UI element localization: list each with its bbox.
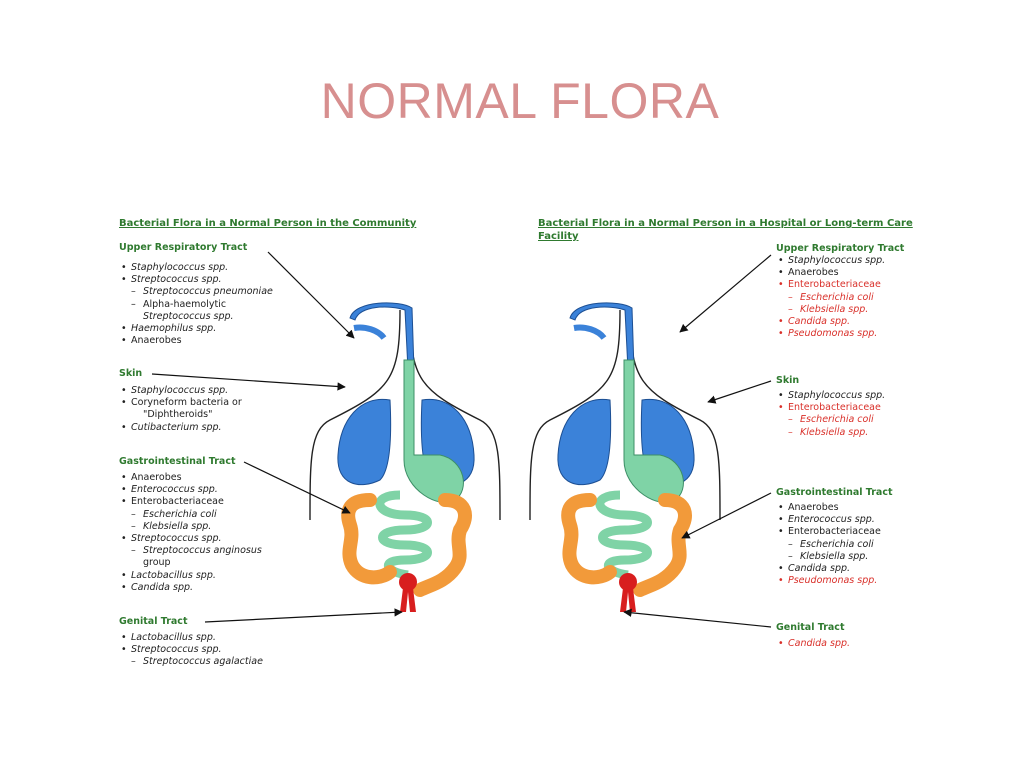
- flora-list-item: Escherichia coli: [776, 414, 885, 426]
- flora-list-item: Anaerobes: [776, 267, 885, 279]
- flora-list-item: Escherichia coli: [776, 539, 881, 551]
- flora-list-item: Klebsiella spp.: [119, 521, 262, 533]
- flora-list-item: Enterococcus spp.: [119, 484, 262, 496]
- flora-list-item: Escherichia coli: [119, 509, 262, 521]
- flora-list-item: Candida spp.: [776, 316, 885, 328]
- flora-list-item: Staphylococcus spp.: [119, 385, 242, 397]
- hospital-genital-label: Genital Tract: [776, 622, 845, 633]
- flora-list-item: Staphylococcus spp.: [119, 262, 273, 274]
- flora-list-item: Staphylococcus spp.: [776, 255, 885, 267]
- flora-list-item: Pseudomonas spp.: [776, 575, 881, 587]
- hospital-gastrointestinal-label: Gastrointestinal Tract: [776, 487, 893, 498]
- arrow-hospital-skin: [707, 380, 772, 404]
- arrow-hospital-gastrointestinal: [681, 492, 772, 539]
- hospital-genital-list: Candida spp.: [776, 638, 850, 650]
- arrow-community-gastrointestinal: [243, 461, 351, 514]
- community-upper-respiratory-list: Staphylococcus spp.Streptococcus spp.Str…: [119, 262, 273, 348]
- flora-list-item: Escherichia coli: [776, 292, 885, 304]
- flora-list-item: Candida spp.: [776, 638, 850, 650]
- community-gastrointestinal-label: Gastrointestinal Tract: [119, 456, 236, 467]
- community-skin-list: Staphylococcus spp.Coryneform bacteria o…: [119, 385, 242, 434]
- hospital-skin-list: Staphylococcus spp.EnterobacteriaceaeEsc…: [776, 390, 885, 439]
- flora-list-item: group: [143, 557, 171, 569]
- flora-list-item: Enterococcus spp.: [776, 514, 881, 526]
- arrow-hospital-upper-respiratory: [679, 254, 772, 333]
- flora-list-item: Streptococcus pneumoniae: [119, 286, 273, 298]
- community-skin-label: Skin: [119, 368, 143, 379]
- flora-list-item: Candida spp.: [119, 582, 262, 594]
- hospital-skin-label: Skin: [776, 375, 800, 386]
- flora-list-item: Alpha-haemolytic: [119, 299, 273, 311]
- flora-list-item: Streptococcus spp.: [143, 310, 234, 322]
- flora-list-item: Enterobacteriaceae: [119, 496, 262, 508]
- flora-list-item: Anaerobes: [119, 335, 273, 347]
- flora-list-item: Staphylococcus spp.: [776, 390, 885, 402]
- slide-title: NORMAL FLORA: [320, 73, 720, 129]
- community-upper-respiratory-label: Upper Respiratory Tract: [119, 242, 248, 253]
- flora-list-item: Haemophilus spp.: [119, 323, 273, 335]
- hospital-upper-respiratory-list: Staphylococcus spp.AnaerobesEnterobacter…: [776, 255, 885, 341]
- flora-list-item: Enterobacteriaceae: [776, 279, 885, 291]
- community-body-figure: [310, 303, 500, 612]
- community-panel-heading: Bacterial Flora in a Normal Person in th…: [119, 218, 417, 229]
- flora-list-item: Streptococcus spp.: [119, 274, 273, 286]
- flora-list-item: Cutibacterium spp.: [119, 422, 242, 434]
- flora-list-item: Klebsiella spp.: [776, 551, 881, 563]
- arrow-community-skin: [151, 373, 346, 391]
- flora-list-item: Coryneform bacteria or: [119, 397, 242, 409]
- flora-list-item: Streptococcus agalactiae: [119, 656, 263, 668]
- flora-list-item: Pseudomonas spp.: [776, 328, 885, 340]
- flora-list-item: Lactobacillus spp.: [119, 570, 262, 582]
- flora-list-item: Klebsiella spp.: [776, 304, 885, 316]
- flora-list-item: "Diphtheroids": [143, 409, 213, 421]
- hospital-gastrointestinal-list: AnaerobesEnterococcus spp.Enterobacteria…: [776, 502, 881, 588]
- arrow-hospital-genital: [623, 608, 772, 628]
- hospital-panel-heading: Bacterial Flora in a Normal Person in a …: [538, 218, 913, 242]
- flora-list-item: Lactobacillus spp.: [119, 632, 263, 644]
- hospital-upper-respiratory-label: Upper Respiratory Tract: [776, 243, 905, 254]
- flora-list-item: Anaerobes: [776, 502, 881, 514]
- community-gastrointestinal-list: AnaerobesEnterococcus spp.Enterobacteria…: [119, 472, 262, 594]
- flora-list-item: Enterobacteriaceae: [776, 526, 881, 538]
- community-genital-label: Genital Tract: [119, 616, 188, 627]
- flora-list-item: Anaerobes: [119, 472, 262, 484]
- flora-list-item: Klebsiella spp.: [776, 427, 885, 439]
- hospital-body-figure: [530, 303, 720, 612]
- flora-list-item: Candida spp.: [776, 563, 881, 575]
- arrow-community-upper-respiratory: [267, 251, 355, 339]
- flora-list-item: Streptococcus spp.: [119, 644, 263, 656]
- arrow-community-genital: [204, 608, 403, 623]
- flora-list-item: Streptococcus anginosus: [119, 545, 262, 557]
- flora-list-item: Streptococcus spp.: [119, 533, 262, 545]
- flora-list-item: Enterobacteriaceae: [776, 402, 885, 414]
- community-genital-list: Lactobacillus spp.Streptococcus spp.Stre…: [119, 632, 263, 669]
